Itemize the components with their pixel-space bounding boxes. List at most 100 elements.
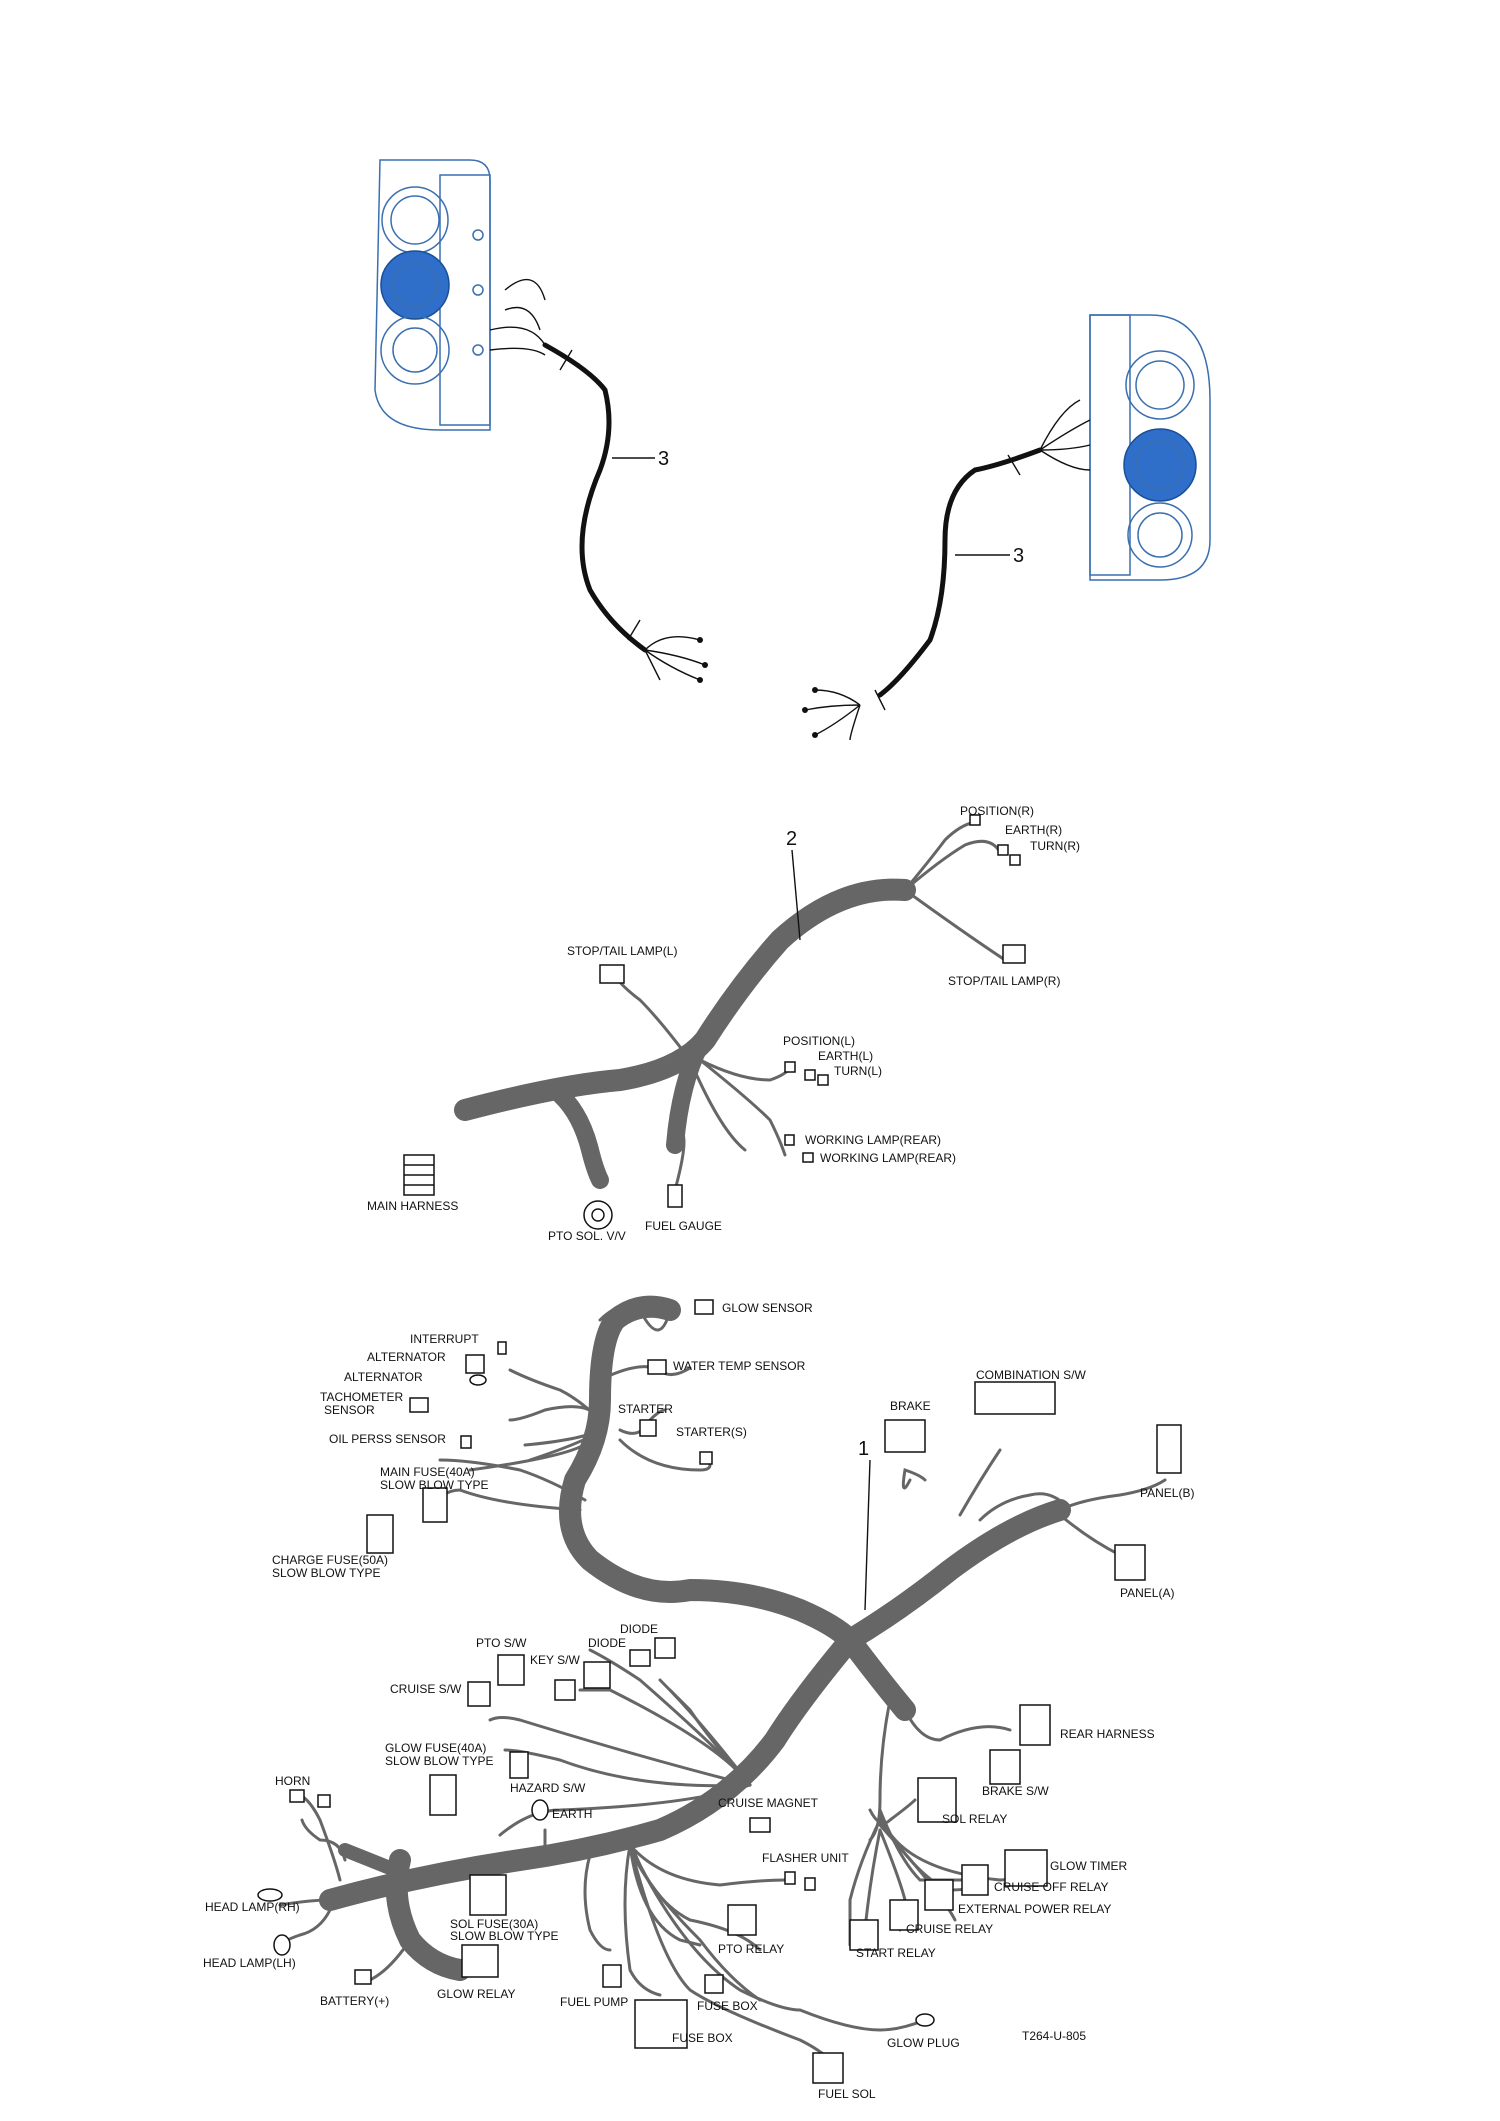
glow-sensor-connector bbox=[694, 1299, 714, 1315]
label-fuel-gauge: FUEL GAUGE bbox=[645, 1219, 722, 1233]
label-interrupt: INTERRUPT bbox=[410, 1332, 479, 1346]
label-position-r: POSITION(R) bbox=[960, 804, 1034, 818]
callout-3-left: 3 bbox=[658, 448, 669, 470]
cruise-relay-connector bbox=[889, 1899, 919, 1931]
label-fuse-box-1: FUSE BOX bbox=[697, 1999, 758, 2013]
label-position-l: POSITION(L) bbox=[783, 1034, 855, 1048]
label-panel-b: PANEL(B) bbox=[1140, 1486, 1194, 1500]
key-sw-2-connector bbox=[554, 1679, 576, 1701]
label-horn: HORN bbox=[275, 1774, 310, 1788]
flasher-unit-2-connector bbox=[804, 1877, 816, 1891]
glow-plug-terminal bbox=[915, 2013, 935, 2027]
water-temp-sensor-connector bbox=[647, 1359, 667, 1375]
pto-sw-connector bbox=[497, 1654, 525, 1686]
combination-sw-connector bbox=[974, 1381, 1056, 1415]
rear-harness-connector bbox=[1019, 1704, 1051, 1746]
label-head-lamp-rh: HEAD LAMP(RH) bbox=[205, 1900, 300, 1914]
label-earth-l: EARTH(L) bbox=[818, 1049, 873, 1063]
label-tachometer: TACHOMETER bbox=[320, 1390, 403, 1404]
diode-1-connector bbox=[654, 1637, 676, 1659]
label-glow-fuse: GLOW FUSE(40A) bbox=[385, 1741, 486, 1755]
label-rear-harness: REAR HARNESS bbox=[1060, 1727, 1155, 1741]
earth-r-connector bbox=[997, 844, 1009, 856]
fuel-sol-connector bbox=[812, 2052, 844, 2084]
brake-sw-connector bbox=[989, 1749, 1021, 1785]
brake-connector bbox=[884, 1419, 926, 1453]
label-fuse-box-2: FUSE BOX bbox=[672, 2031, 733, 2045]
cruise-magnet-connector bbox=[749, 1817, 771, 1833]
label-battery: BATTERY(+) bbox=[320, 1994, 389, 2008]
oil-perss-sensor-connector bbox=[460, 1435, 472, 1449]
cruise-off-relay-connector bbox=[961, 1864, 989, 1896]
label-main-fuse-type: SLOW BLOW TYPE bbox=[380, 1478, 488, 1492]
left-rear-lamp bbox=[374, 159, 491, 431]
interrupt-connector bbox=[497, 1341, 507, 1355]
label-pto-relay: PTO RELAY bbox=[718, 1942, 784, 1956]
label-earth-r: EARTH(R) bbox=[1005, 823, 1062, 837]
alternator-1-connector bbox=[465, 1354, 485, 1374]
pto-sol-valve-icon bbox=[583, 1200, 613, 1230]
fuse-box-small-connector bbox=[704, 1974, 724, 1994]
key-sw-connector bbox=[583, 1661, 611, 1689]
label-main-fuse: MAIN FUSE(40A) bbox=[380, 1465, 475, 1479]
label-fuel-pump: FUEL PUMP bbox=[560, 1995, 628, 2009]
label-brake-sw: BRAKE S/W bbox=[982, 1784, 1049, 1798]
callout-1: 1 bbox=[858, 1438, 869, 1460]
label-tachometer-sensor: SENSOR bbox=[324, 1403, 375, 1417]
label-sol-relay: SOL RELAY bbox=[942, 1812, 1007, 1826]
label-sol-fuse-type: SLOW BLOW TYPE bbox=[450, 1929, 558, 1943]
label-cruise-relay: CRUISE RELAY bbox=[906, 1922, 993, 1936]
label-sol-fuse: SOL FUSE(30A) bbox=[450, 1917, 538, 1931]
label-water-temp-sensor: WATER TEMP SENSOR bbox=[673, 1359, 806, 1373]
flasher-unit-1-connector bbox=[784, 1871, 796, 1885]
label-cruise-sw: CRUISE S/W bbox=[390, 1682, 462, 1696]
working-lamp-rear-2-connector bbox=[802, 1152, 814, 1163]
panel-a-connector bbox=[1114, 1544, 1146, 1581]
working-lamp-rear-1-connector bbox=[784, 1134, 795, 1146]
drawing-number: T264-U-805 bbox=[1022, 2029, 1086, 2043]
callout-2: 2 bbox=[786, 828, 797, 850]
left-lamp-cable bbox=[489, 278, 708, 683]
label-glow-plug: GLOW PLUG bbox=[887, 2036, 960, 2050]
label-oil-perss-sensor: OIL PERSS SENSOR bbox=[329, 1432, 446, 1446]
right-lamp-cable bbox=[802, 399, 1091, 741]
charge-fuse-connector bbox=[366, 1514, 394, 1554]
hazard-sw-connector bbox=[509, 1751, 529, 1779]
label-pto-sw: PTO S/W bbox=[476, 1636, 527, 1650]
starter-s-connector bbox=[699, 1451, 713, 1465]
label-starter: STARTER bbox=[618, 1402, 673, 1416]
rear-harness-trunk bbox=[454, 878, 916, 1189]
diode-2-connector bbox=[629, 1649, 651, 1667]
sol-fuse-connector bbox=[469, 1874, 507, 1916]
label-diode-2: DIODE bbox=[588, 1636, 626, 1650]
label-start-relay: START RELAY bbox=[856, 1946, 936, 1960]
label-charge-fuse-type: SLOW BLOW TYPE bbox=[272, 1566, 380, 1580]
label-charge-fuse: CHARGE FUSE(50A) bbox=[272, 1553, 388, 1567]
label-working-lamp-rear-1: WORKING LAMP(REAR) bbox=[805, 1133, 941, 1147]
label-hazard-sw: HAZARD S/W bbox=[510, 1781, 586, 1795]
label-alternator-1: ALTERNATOR bbox=[367, 1350, 446, 1364]
head-lamp-lh-connector bbox=[273, 1934, 291, 1956]
label-working-lamp-rear-2: WORKING LAMP(REAR) bbox=[820, 1151, 956, 1165]
label-pto-sol-vv: PTO SOL. V/V bbox=[548, 1229, 626, 1243]
start-relay-connector bbox=[849, 1919, 879, 1951]
horn-1-connector bbox=[289, 1789, 305, 1803]
glow-relay-connector bbox=[461, 1944, 499, 1978]
label-diode-1: DIODE bbox=[620, 1622, 658, 1636]
pto-relay-connector bbox=[727, 1904, 757, 1936]
cruise-sw-connector bbox=[467, 1681, 491, 1707]
label-brake: BRAKE bbox=[890, 1399, 931, 1413]
earth-l-connector bbox=[804, 1069, 816, 1081]
label-earth: EARTH bbox=[552, 1807, 592, 1821]
label-key-sw: KEY S/W bbox=[530, 1653, 580, 1667]
label-combination-sw: COMBINATION S/W bbox=[976, 1368, 1086, 1382]
label-turn-l: TURN(L) bbox=[834, 1064, 882, 1078]
head-lamp-rh-connector bbox=[257, 1888, 283, 1902]
earth-terminal bbox=[531, 1799, 549, 1821]
right-rear-lamp bbox=[1089, 314, 1211, 581]
position-r-connector bbox=[969, 814, 981, 826]
label-head-lamp-lh: HEAD LAMP(LH) bbox=[203, 1956, 296, 1970]
battery-connector bbox=[354, 1969, 372, 1985]
turn-r-connector bbox=[1009, 854, 1021, 866]
